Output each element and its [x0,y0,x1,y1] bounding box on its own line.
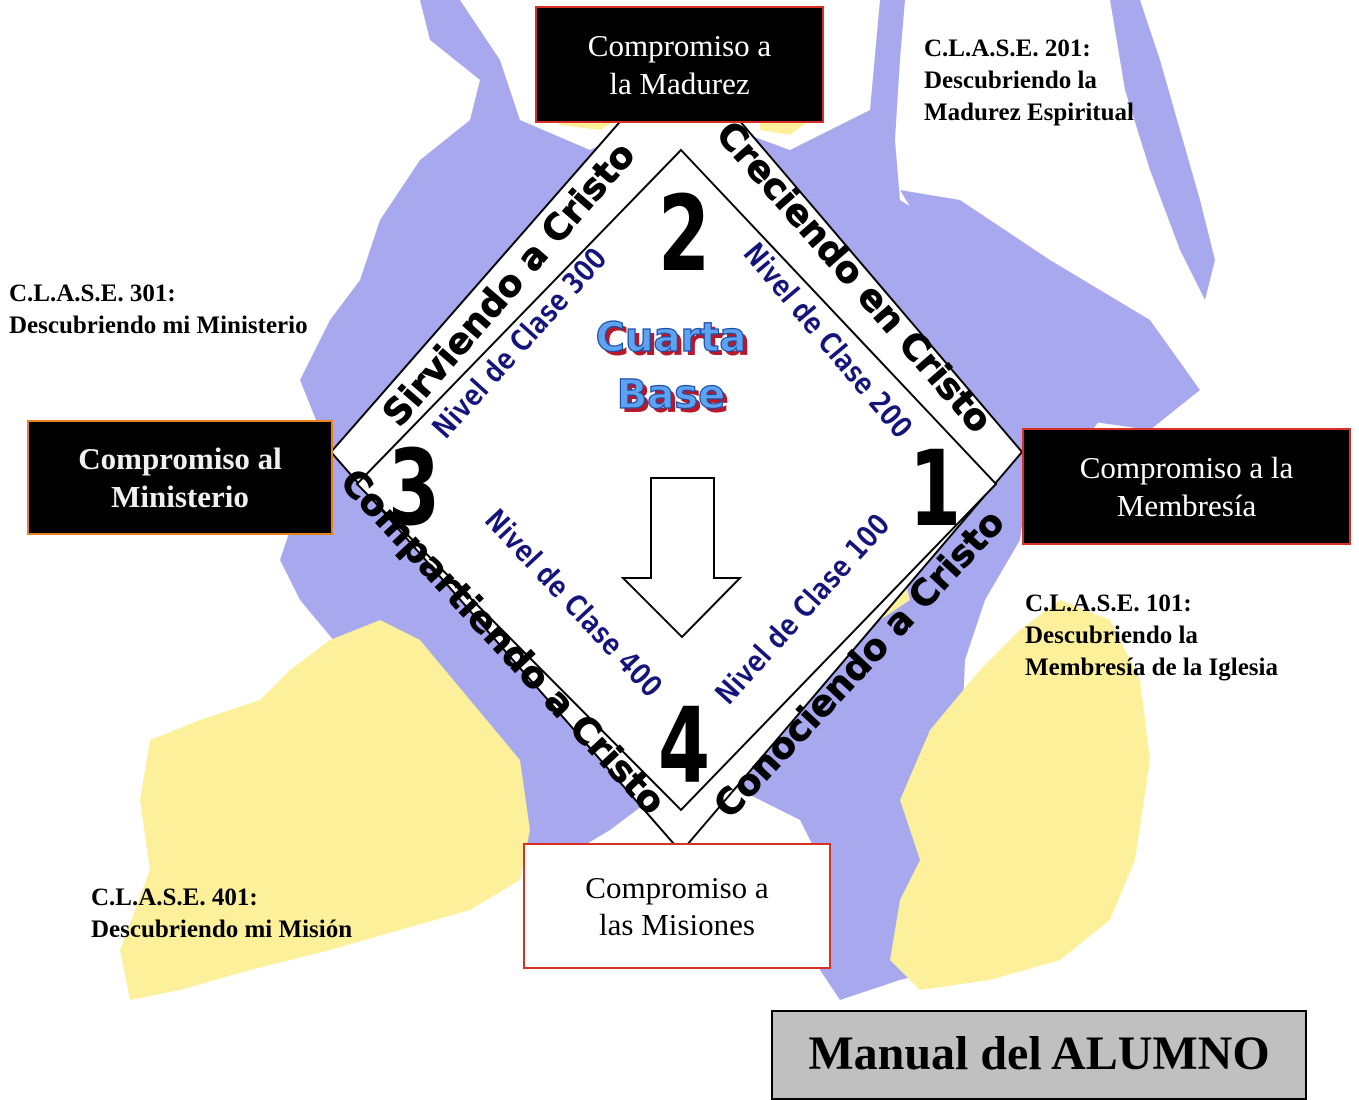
base-number-4: 4 [658,687,710,808]
manual-title-box: Manual del ALUMNO [771,1010,1307,1100]
center-title-shadow-2: Base [621,376,729,422]
class-101-caption: C.L.A.S.E. 101: Descubriendo la Membresí… [1025,588,1278,684]
down-arrow-icon [620,477,743,639]
class-401-line1: C.L.A.S.E. 401: [91,884,258,911]
base-number-3: 3 [388,429,440,550]
class-301-line1: C.L.A.S.E. 301: [9,280,176,307]
manual-title: Manual del ALUMNO [808,1027,1270,1080]
commitment-maturity-line1: Compromiso a [587,28,772,64]
commitment-membership-box: Compromiso a la Membresía [1022,428,1351,545]
commitment-ministry-line2: Ministerio [111,478,249,514]
class-301-caption: C.L.A.S.E. 301: Descubriendo mi Minister… [9,278,308,342]
class-401-caption: C.L.A.S.E. 401: Descubriendo mi Misión [91,882,352,946]
commitment-missions-box: Compromiso a las Misiones [523,843,831,969]
class-101-line1: C.L.A.S.E. 101: [1025,590,1192,617]
class-401-line2: Descubriendo mi Misión [91,916,353,943]
center-title-line2: Base [617,372,725,418]
base-number-2: 2 [658,175,710,296]
class-201-line1: C.L.A.S.E. 201: [924,35,1091,62]
class-201-line2: Descubriendo la [924,67,1097,94]
class-301-line2: Descubriendo mi Ministerio [9,312,308,339]
class-101-line2: Descubriendo la [1025,622,1198,649]
center-title: Cuarta Cuarta Base Base [595,314,751,422]
commitment-membership-line2: Membresía [1116,487,1257,523]
commitment-maturity-line2: la Madurez [609,65,750,101]
commitment-ministry-box: Compromiso al Ministerio [27,420,333,535]
commitment-ministry-line1: Compromiso al [78,441,282,477]
class-101-line3: Membresía de la Iglesia [1025,654,1278,681]
commitment-missions-line2: las Misiones [599,907,755,942]
base-number-1: 1 [909,430,961,551]
commitment-membership-line1: Compromiso a la [1079,450,1294,486]
center-title-shadow-1: Cuarta [600,319,751,365]
commitment-maturity-box: Compromiso a la Madurez [535,6,824,123]
class-201-line3: Madurez Espiritual [924,99,1134,126]
center-title-line1: Cuarta [596,315,747,361]
class-201-caption: C.L.A.S.E. 201: Descubriendo la Madurez … [924,33,1134,129]
commitment-missions-line1: Compromiso a [585,869,769,905]
